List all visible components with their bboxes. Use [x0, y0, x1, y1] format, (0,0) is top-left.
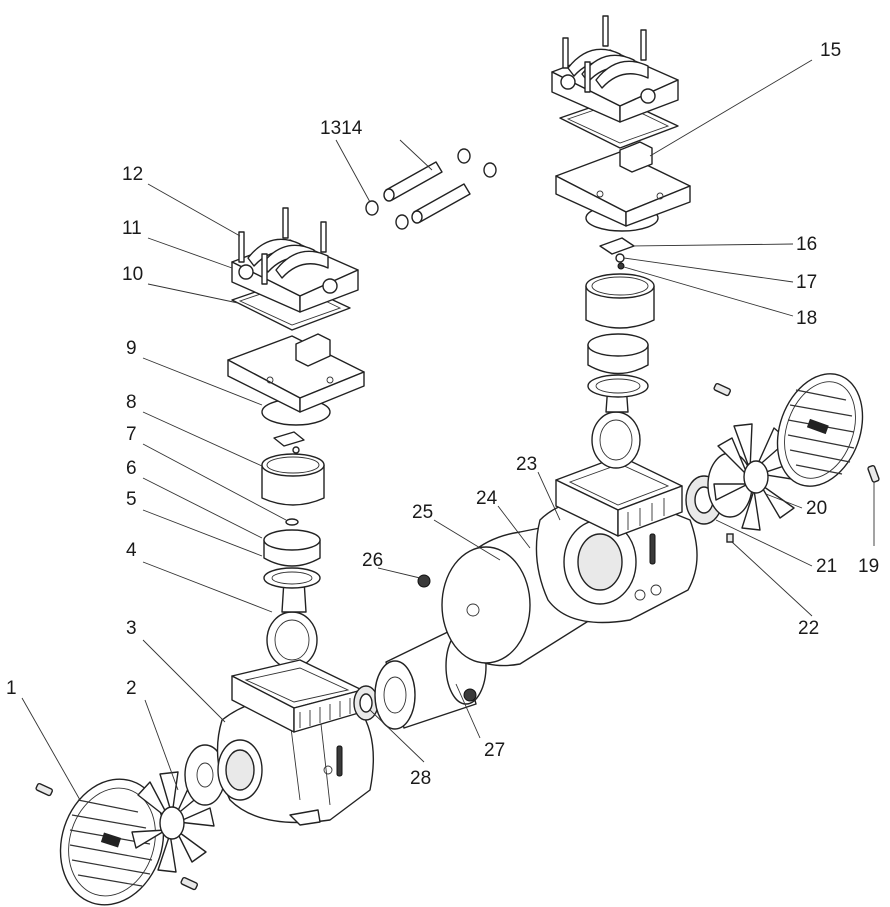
- head-bolts-right: [562, 15, 647, 93]
- callout-24: 24: [476, 488, 498, 509]
- head-bolts-left: [238, 207, 327, 285]
- valve-plate-right: [555, 141, 691, 227]
- nut-upper: [417, 574, 431, 588]
- callout-23: 23: [516, 454, 537, 475]
- callout-27: 27: [484, 740, 505, 761]
- callout-2: 2: [126, 678, 137, 699]
- callout-7: 7: [126, 424, 137, 445]
- callout-11: 11: [122, 218, 142, 239]
- crankcase-left: [216, 696, 374, 826]
- callout-26: 26: [362, 550, 383, 571]
- callout-9: 9: [126, 338, 137, 359]
- connecting-rod-left: [266, 579, 318, 669]
- leader-lines: [21, 59, 875, 801]
- valve-leaf-right: [599, 237, 635, 255]
- cylinder-block-right: [555, 455, 683, 537]
- cylinder-sleeve-left: [261, 453, 325, 506]
- callout-20: 20: [806, 498, 827, 519]
- key-right: [726, 533, 734, 543]
- bearing-left: [353, 685, 379, 721]
- fan-guard-left: [59, 778, 165, 906]
- callout-6: 6: [126, 458, 137, 479]
- callout-12: 12: [122, 164, 143, 185]
- callout-labels: 1 2 3 4 5 6 7 8 9 10 11 12 1314 15 16 17…: [6, 40, 879, 789]
- screw-left-top: [35, 782, 53, 797]
- screw-left-bottom: [180, 876, 198, 891]
- washer-left: [285, 518, 299, 526]
- o-rings: [365, 148, 497, 230]
- nut-lower: [463, 688, 477, 702]
- piston-rings-right: [587, 333, 649, 398]
- transfer-tubes: [383, 161, 471, 224]
- cylinder-head-right: [551, 48, 679, 123]
- valve-plate-left: [227, 333, 365, 413]
- callout-18: 18: [796, 308, 817, 329]
- callout-28: 28: [410, 768, 431, 789]
- callout-3: 3: [126, 618, 137, 639]
- valve-spring-right: [615, 253, 625, 263]
- valve-leaf-left: [273, 431, 305, 454]
- screw-right-top: [713, 382, 731, 397]
- callout-21: 21: [816, 556, 837, 577]
- callout-4: 4: [126, 540, 137, 561]
- callout-10: 10: [122, 264, 143, 285]
- callout-1314: 1314: [320, 118, 363, 139]
- callout-8: 8: [126, 392, 137, 413]
- valve-screw-right: [617, 262, 625, 270]
- callout-22: 22: [798, 618, 819, 639]
- callout-15: 15: [820, 40, 841, 61]
- cylinder-sleeve-right: [585, 273, 655, 329]
- callout-19: 19: [858, 556, 879, 577]
- callout-5: 5: [126, 489, 137, 510]
- fan-guard-right: [776, 373, 864, 487]
- callout-25: 25: [412, 502, 433, 523]
- callout-1: 1: [6, 678, 17, 699]
- callout-16: 16: [796, 234, 817, 255]
- fan-left: [131, 744, 226, 873]
- piston-rings-left: [263, 529, 321, 589]
- callout-17: 17: [796, 272, 817, 293]
- screw-right-19: [867, 464, 880, 483]
- cylinder-block-left: [231, 659, 363, 733]
